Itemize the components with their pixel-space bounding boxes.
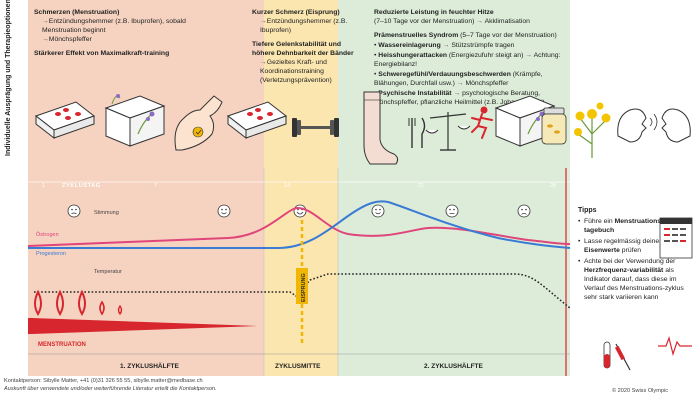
phase2-item: Gezieltes Kraft- und Koordinationstraini… <box>252 58 364 85</box>
tips-panel: Tipps Führe ein Menstruations-tagebuch L… <box>578 206 692 304</box>
phase3-heading-sub: (7–10 Tage vor der Menstruation) <box>374 18 475 25</box>
phase2-item: Entzündungshemmer (z.B. Ibuprofen) <box>252 17 364 35</box>
copyright: © 2020 Swiss Olympic <box>612 388 669 394</box>
ovulation-marker <box>296 268 308 304</box>
blood-sample-illustration <box>603 341 631 371</box>
pms-list: • Wassereinlagerung → Stützstrümpfe trag… <box>374 41 574 107</box>
speech-heads-icon <box>617 108 691 143</box>
st-johns-wort-icon <box>574 102 611 158</box>
dumbbell-icon <box>292 118 339 137</box>
phase1-background <box>28 0 264 376</box>
footer: Kontaktperson: Sibylle Matter, +41 (0)31… <box>4 378 564 393</box>
phase1-heading: Schmerzen (Menstruation) <box>34 9 120 16</box>
phase3-text: Reduzierte Leistung in feuchter Hitze (7… <box>374 8 574 107</box>
menstruation-bar <box>28 318 258 334</box>
day-tick-14: 14 <box>284 183 290 189</box>
day-tick-1: 1 <box>42 183 45 189</box>
phase1-item: Mönchspfeffer <box>34 35 224 44</box>
progesterone-curve <box>28 200 570 249</box>
test-tube-icon <box>603 341 611 369</box>
heartbeat-icon <box>658 335 692 357</box>
illustrations-row <box>34 91 691 165</box>
phase2-heading: Kurzer Schmerz (Eisprung) <box>252 9 340 16</box>
pms-row: • Schweregefühl/Verdauungsbeschwerden (K… <box>374 71 543 87</box>
smiling-face-icon <box>217 204 231 218</box>
estrogen-label: Östrogen <box>36 231 59 238</box>
pill-box-icon <box>34 101 96 140</box>
phase3-heading-item: Akklimatisation <box>484 18 530 25</box>
footer-contact: Kontaktperson: Sibylle Matter, +41 (0)31… <box>4 378 203 384</box>
capsule-jar-icon <box>541 107 567 145</box>
tips-item: Lasse regelmässig deine Eisenwerte prüfe… <box>578 237 692 255</box>
estrogen-curve <box>28 206 570 247</box>
fork-knife-icon <box>408 117 426 148</box>
day-tick-7: 7 <box>154 183 157 189</box>
phase2-label: ZYKLUSMITTE <box>275 363 321 370</box>
day-tick-21: 21 <box>418 183 424 189</box>
tips-item: Führe ein Menstruations-tagebuch <box>578 217 692 235</box>
phase3-heading: Reduzierte Leistung in feuchter Hitze <box>374 9 494 16</box>
menstruation-drops <box>34 289 123 316</box>
pms-row: • Wassereinlagerung → Stützstrümpfe trag… <box>374 42 515 49</box>
tips-item: Achte bei der Verwendung der Herzfrequen… <box>578 257 692 302</box>
sidebar-title: Individuelle Ausprägung und Therapieopti… <box>5 0 12 156</box>
calendar-icon <box>659 217 693 259</box>
pms-row-value: psychologische Beratung, Mönchspfeffer, … <box>374 90 545 106</box>
phase1-item: Entzündungshemmer (z.B. Ibuprofen), soba… <box>34 17 224 35</box>
phase1-label: 1. ZYKLUSHÄLFTE <box>120 362 180 370</box>
pms-row-value: Mönchspfeffer <box>465 80 509 87</box>
pms-row-label: Psychische Instabilität <box>378 90 452 97</box>
tips-list: Führe ein Menstruations-tagebuch Lasse r… <box>578 217 692 302</box>
tips-illustrations <box>658 217 693 357</box>
happy-face-icon <box>293 204 307 218</box>
herbal-box-icon <box>104 94 166 147</box>
scale-balance-icon <box>425 112 471 151</box>
pms-row-sub: (Energiezufuhr steigt an) <box>448 52 524 59</box>
pms-row: • Heisshungerattacken (Energiezufuhr ste… <box>374 52 561 68</box>
cycle-chart-svg: ZYKLUSTAG 1 7 14 21 28 Stimmung Östro <box>28 168 570 376</box>
pms-heading-sub: (5–7 Tage vor der Menstruation) <box>460 32 557 39</box>
runner-icon <box>471 106 493 139</box>
pms-row-label: Wassereinlagerung <box>378 42 441 49</box>
pms-row-label: Schweregefühl/Verdauungsbeschwerden <box>378 71 511 78</box>
syringe-icon <box>614 343 631 371</box>
pms-row-value: Stützstrümpfe tragen <box>451 42 515 49</box>
tips-title: Tipps <box>578 207 597 214</box>
smiling-face-icon <box>371 204 385 218</box>
sad-face-icon <box>517 204 531 218</box>
day-tick-28: 28 <box>550 183 556 189</box>
sidebar <box>0 0 28 160</box>
footer-note: Auskunft über verwendete und/oder weiter… <box>4 385 217 392</box>
phase2-heading-2: Tiefere Gelenkstabilität und höhere Dehn… <box>252 41 354 57</box>
flexed-arm-icon <box>174 95 223 151</box>
phase3-background <box>338 0 570 376</box>
phase1-text: Schmerzen (Menstruation) Entzündungshemm… <box>34 8 224 58</box>
pms-row-sub: (Krämpfe, Blähungen, Durchfall usw.) <box>374 71 543 87</box>
cycle-day-label: ZYKLUSTAG <box>62 183 101 189</box>
neutral-face-icon <box>445 204 459 218</box>
temperature-label: Temperatur <box>94 269 122 275</box>
phase2-text: Kurzer Schmerz (Eisprung) Entzündungshem… <box>252 8 364 85</box>
mood-label: Stimmung <box>94 210 119 216</box>
pms-row-value: Achtung: Energiebilanz! <box>374 52 561 68</box>
compression-stocking-icon <box>363 91 399 165</box>
phase3-label: 2. ZYKLUSHÄLFTE <box>424 362 484 370</box>
progesterone-label: Progesteron <box>36 251 66 257</box>
cycle-chart: ZYKLUSTAG 1 7 14 21 28 Stimmung Östro <box>28 168 570 376</box>
ovulation-label: EISPRUNG <box>301 273 307 302</box>
pms-heading: Prämenstruelles Syndrom <box>374 32 459 39</box>
neutral-face-icon <box>67 204 81 218</box>
phase1-heading-2: Stärkerer Effekt von Maximalkraft-traini… <box>34 50 170 57</box>
pill-box-icon <box>226 101 288 140</box>
pms-row-label: Heisshungerattacken <box>378 52 448 59</box>
menstruation-label: MENSTRUATION <box>38 342 86 348</box>
